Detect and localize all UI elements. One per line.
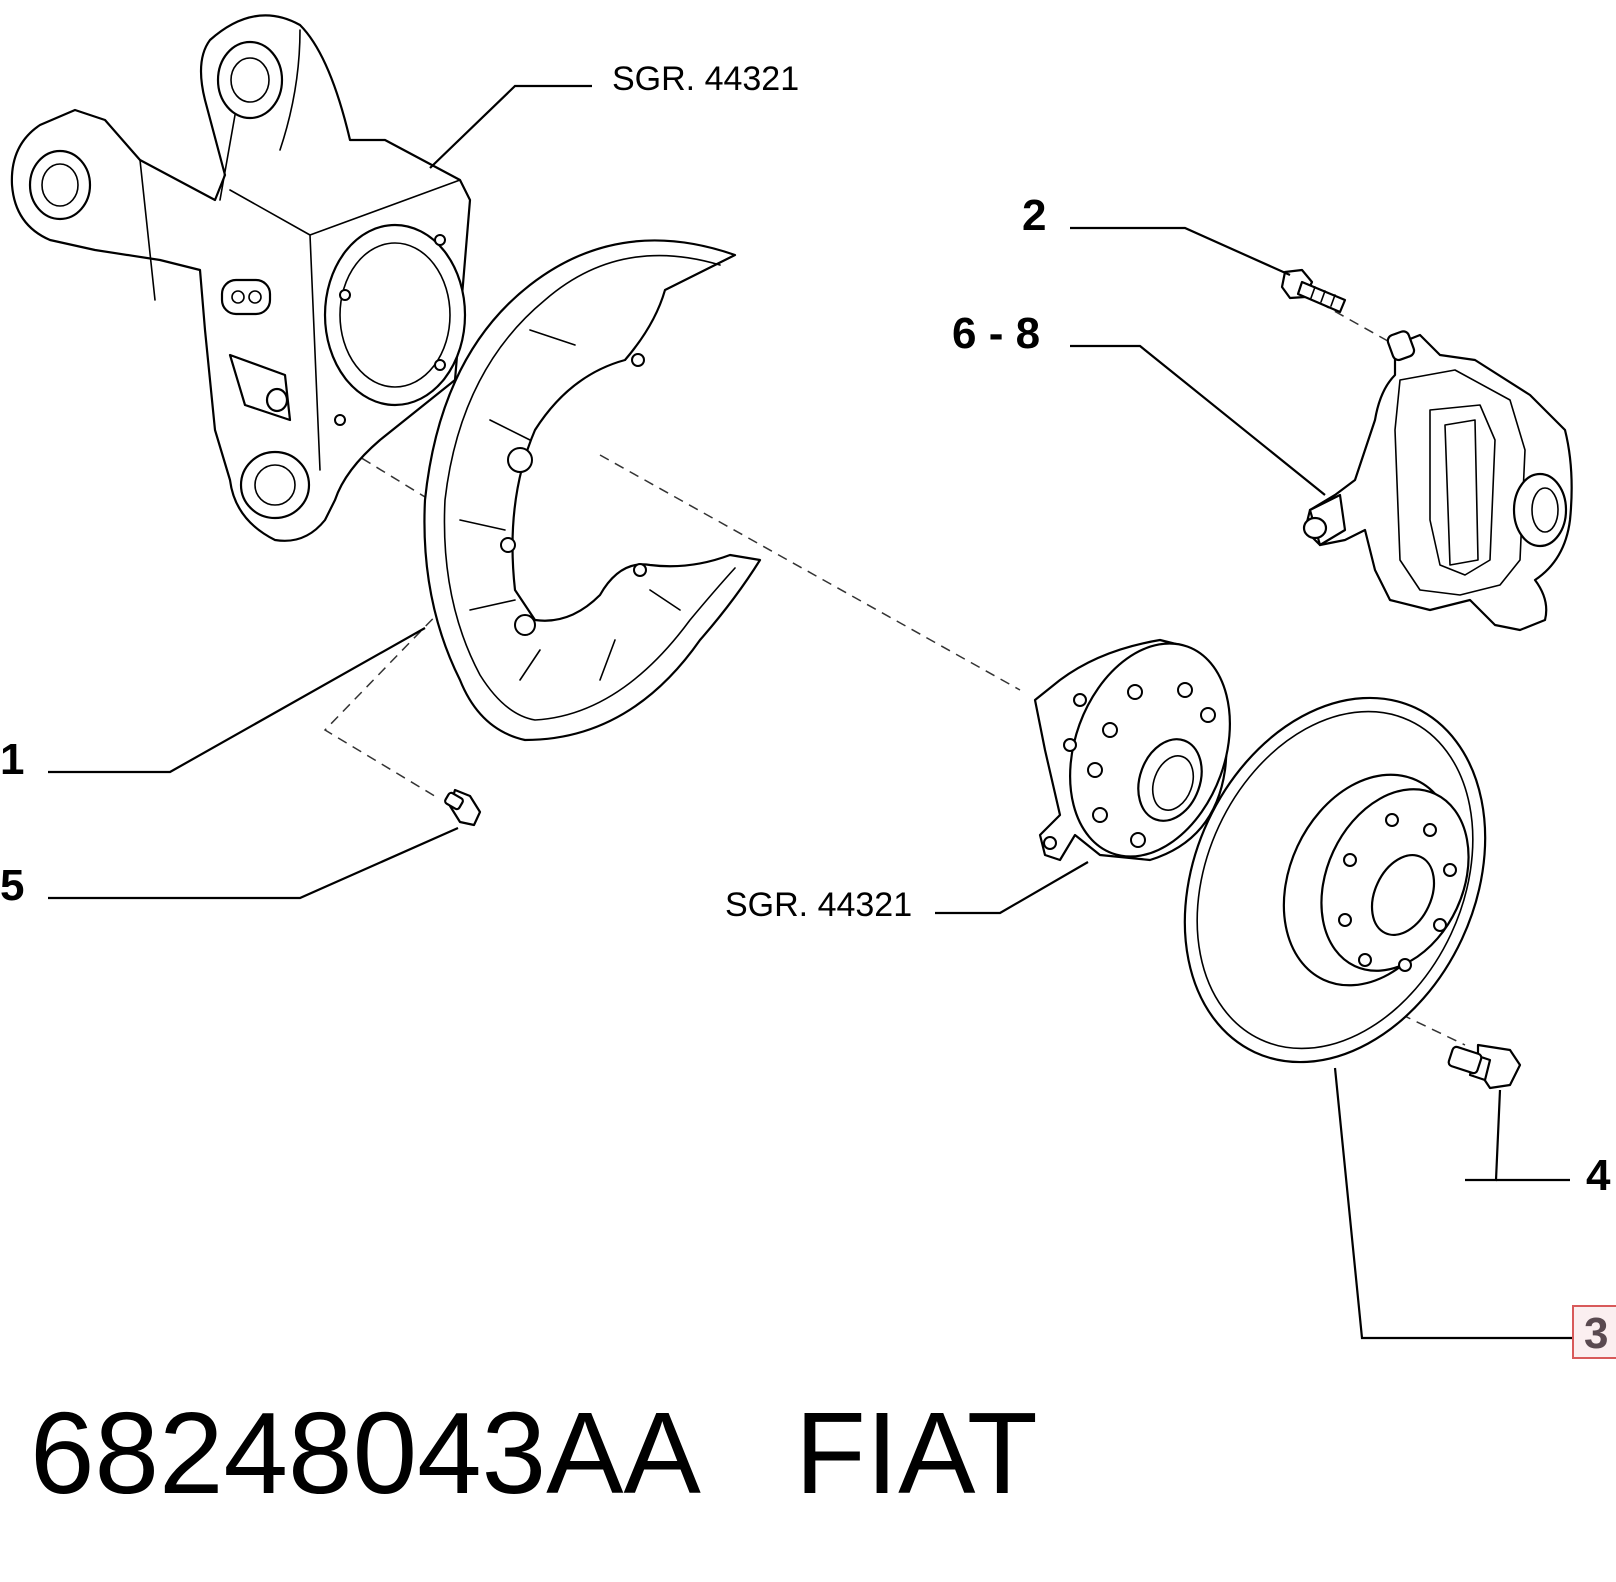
splash-shield bbox=[423, 239, 762, 742]
knuckle-reference-label: SGR. 44321 bbox=[612, 60, 799, 98]
callout-3-highlight bbox=[1572, 1305, 1616, 1359]
highlighted-callout[interactable]: 3 bbox=[1572, 1305, 1616, 1359]
callout-4[interactable]: 4 bbox=[1586, 1151, 1611, 1200]
brake-caliper bbox=[1302, 330, 1573, 632]
callout-3[interactable]: 3 bbox=[1584, 1309, 1608, 1358]
callout-5[interactable]: 5 bbox=[0, 861, 24, 910]
part-number: 68248043AA bbox=[30, 1388, 701, 1518]
shield-screw bbox=[444, 788, 482, 827]
caliper-bolt bbox=[1280, 268, 1347, 314]
steering-knuckle bbox=[10, 14, 472, 542]
wheel-hub bbox=[1033, 638, 1231, 862]
brand-name: FIAT bbox=[795, 1388, 1038, 1518]
hub-reference-label: SGR. 44321 bbox=[725, 886, 912, 924]
disc-screw bbox=[1447, 1043, 1522, 1090]
callout-2[interactable]: 2 bbox=[1022, 191, 1046, 240]
callout-1[interactable]: 1 bbox=[0, 735, 24, 784]
callout-6-8[interactable]: 6 - 8 bbox=[952, 309, 1040, 358]
brake-disc bbox=[1183, 696, 1487, 1064]
leader-lines bbox=[48, 84, 1572, 1340]
